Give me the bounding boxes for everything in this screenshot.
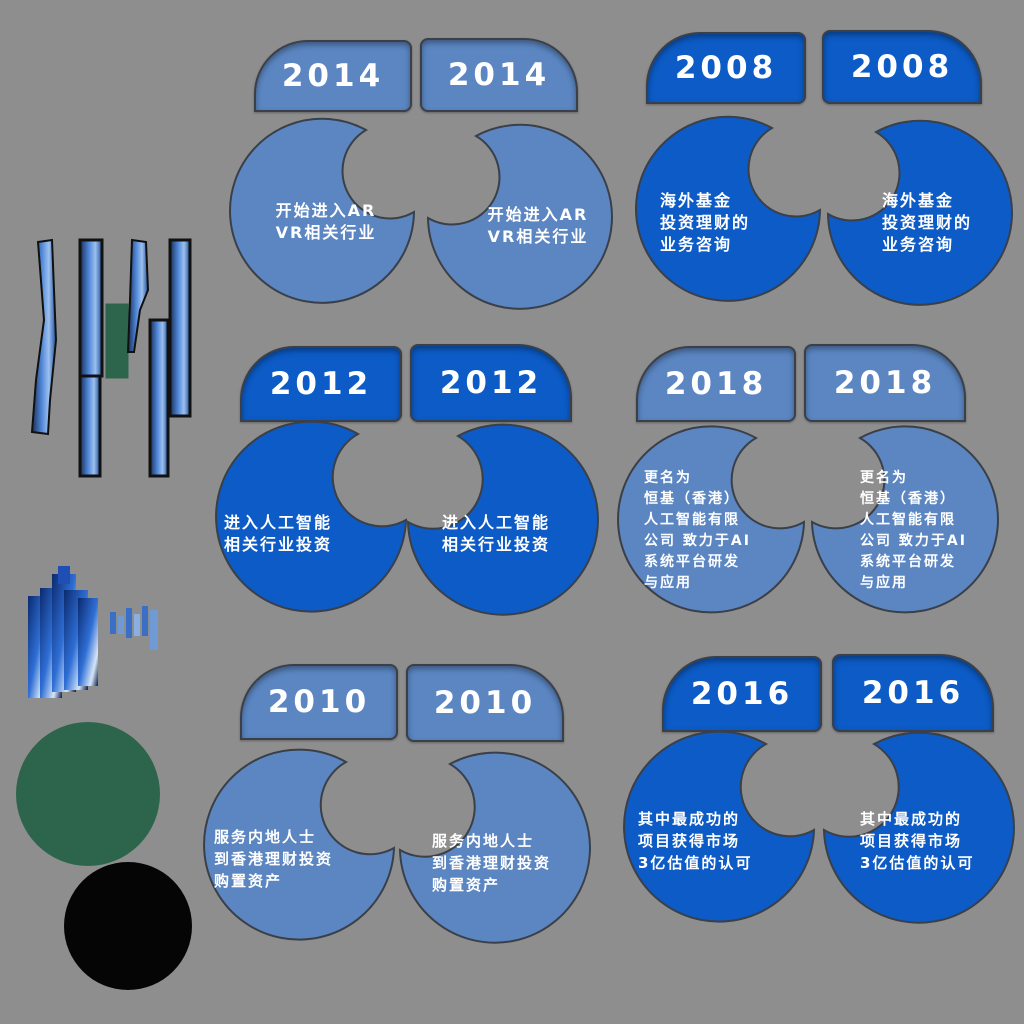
year-tab-2014-left: 2014 xyxy=(254,40,412,112)
green-disc xyxy=(16,722,160,866)
disc-text-2012-right: 进入人工智能 相关行业投资 xyxy=(442,513,551,554)
disc-2016-right xyxy=(822,731,1015,924)
disc-text-2010-left: 服务内地人士 到香港理财投资 购置资产 xyxy=(214,828,334,890)
bar-piece xyxy=(126,238,150,353)
year-tab-2018-right: 2018 xyxy=(804,344,966,422)
bar-piece xyxy=(30,238,58,436)
disc-2018-left xyxy=(617,425,806,614)
year-tab-2012-right: 2012 xyxy=(410,344,572,422)
disc-2010-right xyxy=(398,751,591,944)
small-block-stack xyxy=(110,606,158,650)
bar-piece xyxy=(148,318,170,478)
year-tab-2016-right: 2016 xyxy=(832,654,994,732)
year-tab-2008-right: 2008 xyxy=(822,30,982,104)
bar-piece xyxy=(168,238,192,418)
disc-2016-left xyxy=(623,730,816,923)
year-tab-2012-left: 2012 xyxy=(240,346,402,422)
year-tab-2018-left: 2018 xyxy=(636,346,796,422)
block-stack xyxy=(28,566,98,698)
disc-text-2016-right: 其中最成功的 项目获得市场 3亿估值的认可 xyxy=(860,810,975,872)
disc-text-2008-right: 海外基金 投资理财的 业务咨询 xyxy=(882,191,973,254)
disc-2014-right xyxy=(426,123,613,310)
year-tab-2010-left: 2010 xyxy=(240,664,398,740)
disc-text-2016-left: 其中最成功的 项目获得市场 3亿估值的认可 xyxy=(638,810,753,872)
bar-piece xyxy=(78,374,102,478)
disc-2014-left xyxy=(229,117,416,304)
bar-piece xyxy=(78,238,104,378)
black-disc xyxy=(64,862,192,990)
disc-2008-right xyxy=(826,119,1013,306)
disc-2012-right xyxy=(406,423,599,616)
disc-2010-left xyxy=(203,748,396,941)
year-tab-2014-right: 2014 xyxy=(420,38,578,112)
year-tab-2016-left: 2016 xyxy=(662,656,822,732)
disc-text-2012-left: 进入人工智能 相关行业投资 xyxy=(224,513,333,554)
disc-text-2014-left: 开始进入AR VR相关行业 xyxy=(275,201,377,242)
disc-text-2010-right: 服务内地人士 到香港理财投资 购置资产 xyxy=(432,832,552,894)
disc-2012-left xyxy=(215,420,408,613)
disc-text-2018-left: 更名为 恒基（香港） 人工智能有限 公司 致力于AI 系统平台研发 与应用 xyxy=(644,470,751,591)
year-tab-2008-left: 2008 xyxy=(646,32,806,104)
disc-text-2008-left: 海外基金 投资理财的 业务咨询 xyxy=(660,191,751,254)
bar-piece xyxy=(118,330,130,350)
disc-text-2014-right: 开始进入AR VR相关行业 xyxy=(487,205,589,246)
disc-text-2018-right: 更名为 恒基（香港） 人工智能有限 公司 致力于AI 系统平台研发 与应用 xyxy=(860,470,967,591)
decor-props xyxy=(16,238,192,990)
year-tab-2010-right: 2010 xyxy=(406,664,564,742)
disc-2018-right xyxy=(810,425,999,614)
disc-2008-left xyxy=(635,115,822,302)
